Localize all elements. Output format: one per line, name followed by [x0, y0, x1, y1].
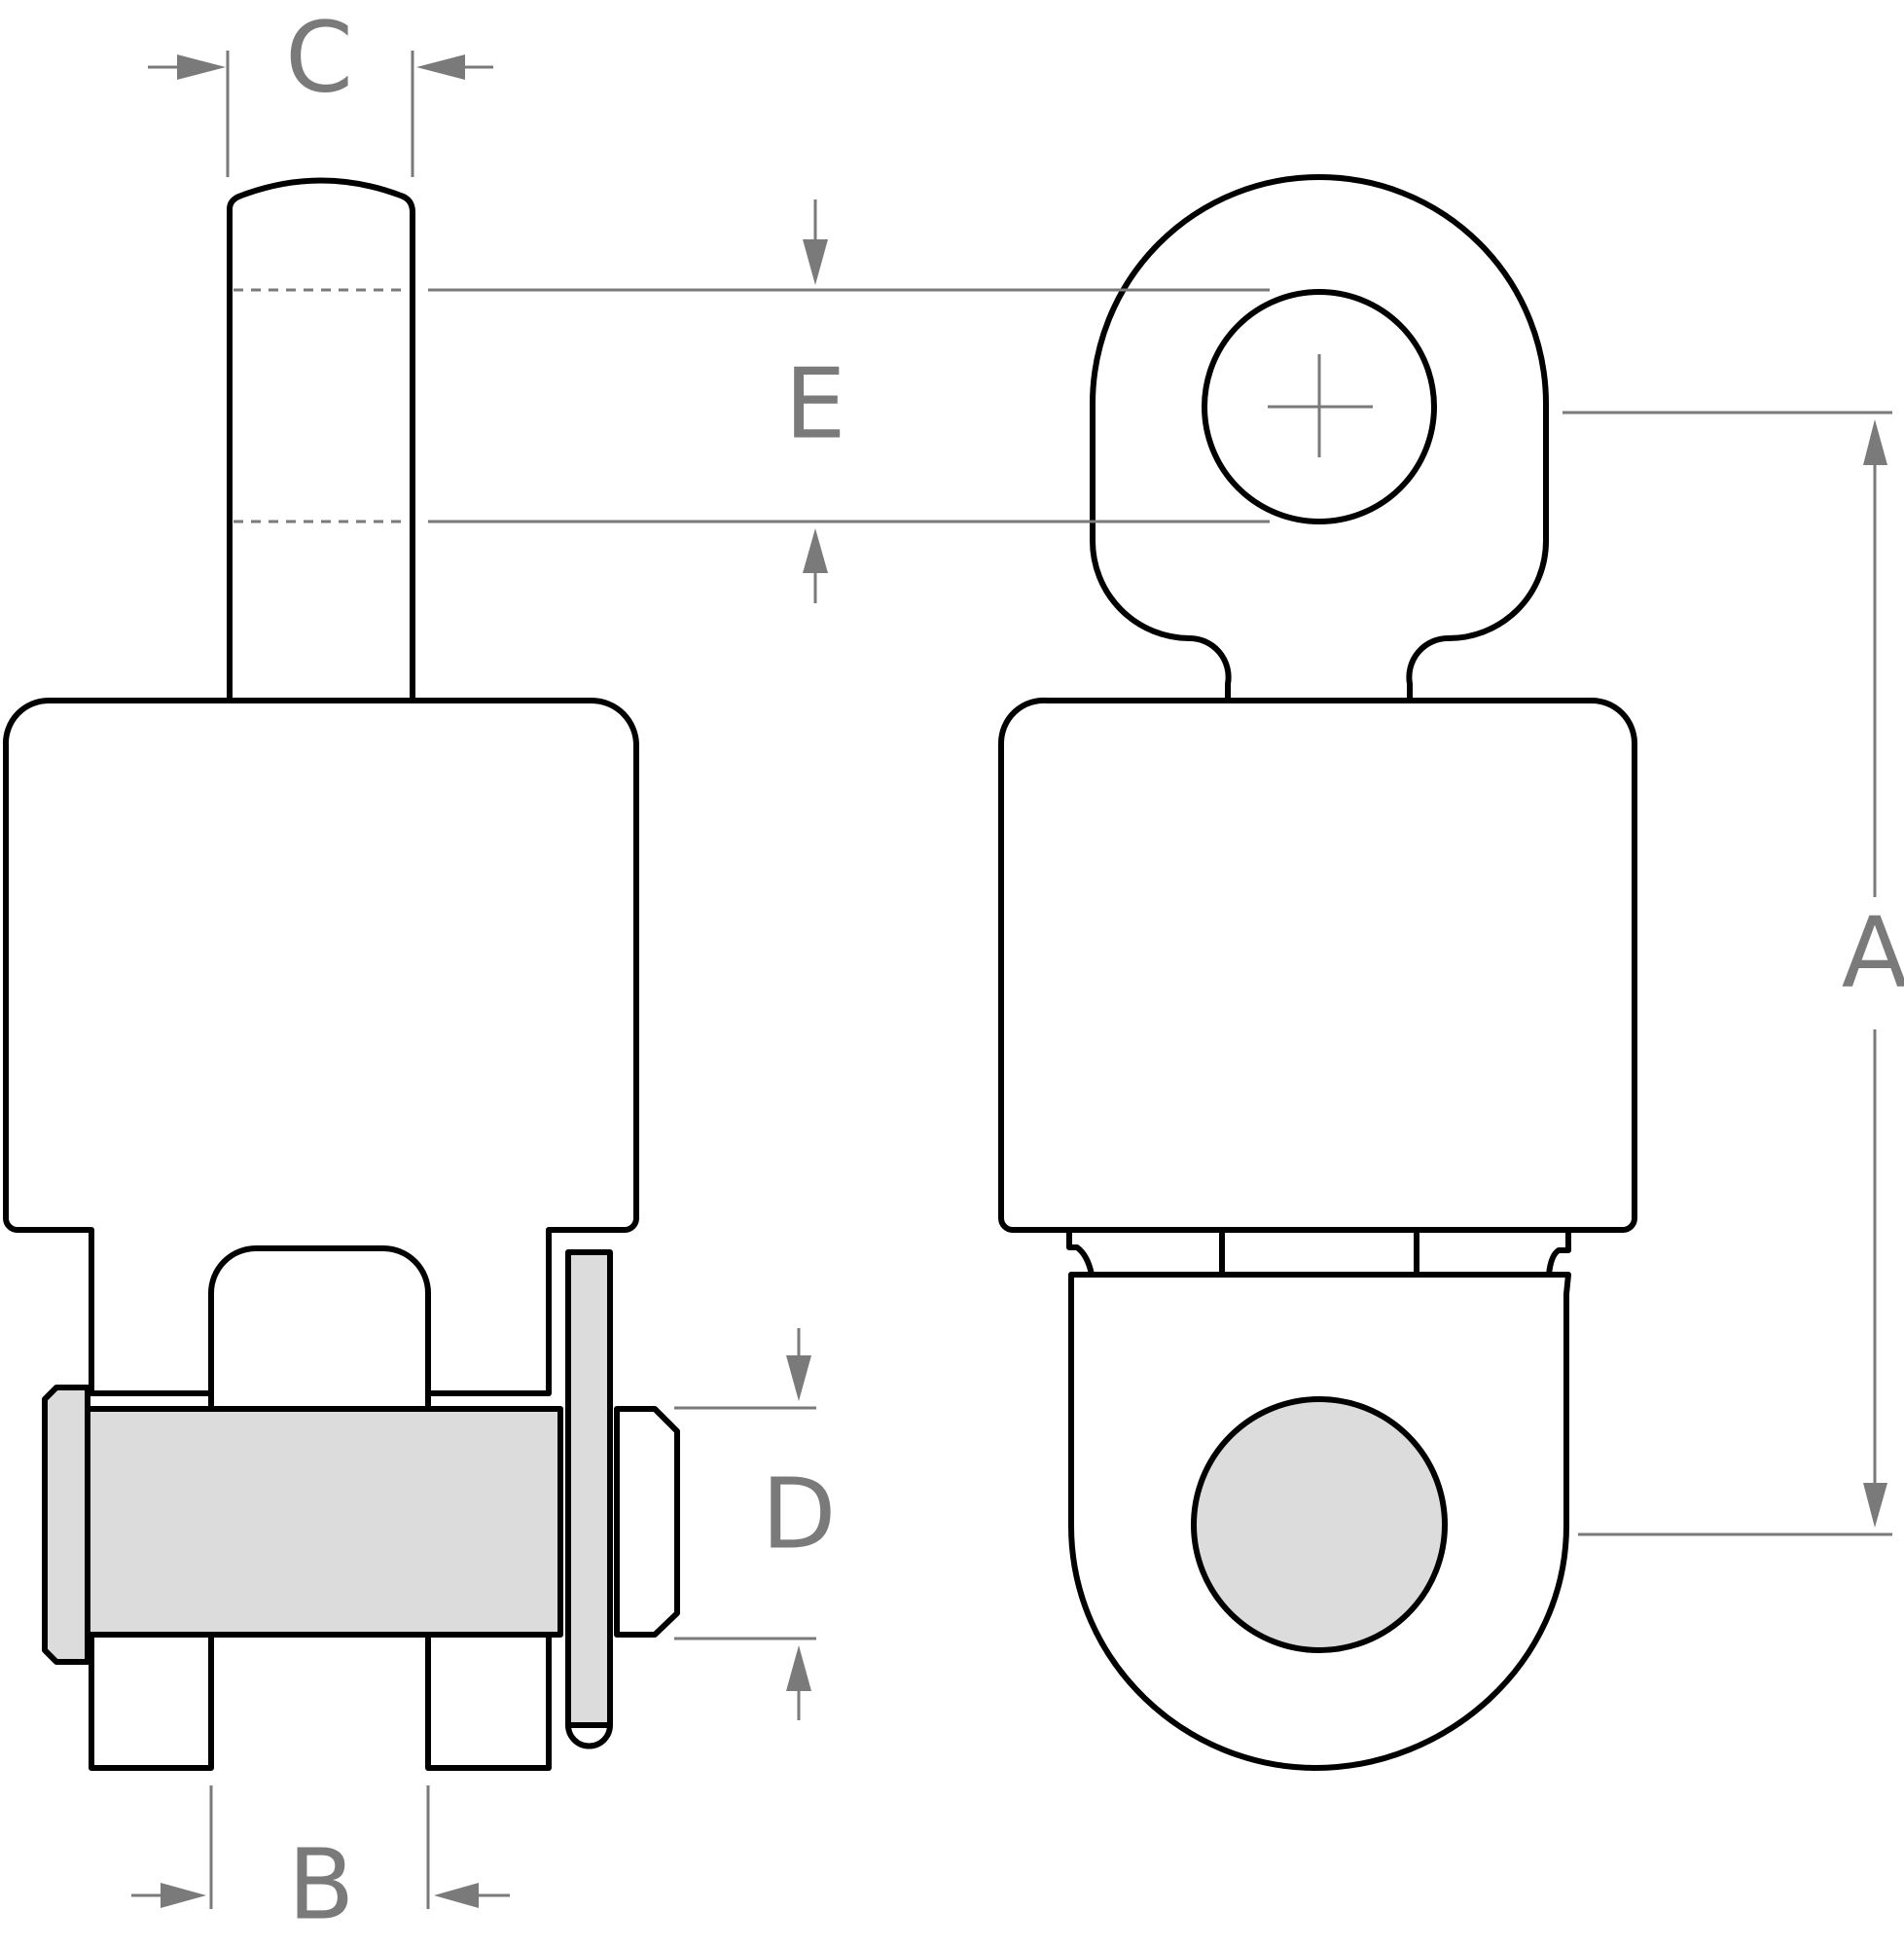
dimension-c: C [148, 0, 493, 177]
side-pin-head [42, 1385, 90, 1665]
dimension-b: B [131, 1785, 510, 1941]
dim-d-arrow-up [786, 1645, 811, 1691]
dim-a-label: A [1842, 895, 1904, 1009]
dim-e-label: E [784, 346, 845, 460]
side-top-tang [227, 177, 415, 703]
dimension-a: A [1563, 411, 1904, 1536]
dim-a-arrow-up [1863, 419, 1887, 465]
dim-d-label: D [761, 1457, 836, 1570]
side-pin-shaft [85, 1406, 563, 1638]
dim-c-label: C [285, 0, 353, 114]
dim-a-arrow-down [1863, 1483, 1887, 1528]
dim-b-label: B [288, 1827, 355, 1941]
dim-b-arrow-right [434, 1883, 479, 1908]
dim-b-arrow-left [161, 1883, 206, 1908]
dim-e-arrow-down [803, 239, 828, 285]
front-view [997, 174, 1637, 1771]
front-body [997, 697, 1637, 1233]
dimension-e: E [234, 199, 1270, 603]
side-right-leg [425, 1632, 552, 1771]
front-right-tab [1414, 1227, 1571, 1278]
dimension-d: D [674, 1328, 837, 1720]
side-center-lug [208, 1245, 431, 1412]
side-view [2, 177, 680, 1771]
dim-c-arrow-right [416, 54, 465, 80]
side-cotter-plate [565, 1249, 613, 1728]
side-left-leg [89, 1632, 214, 1771]
front-left-tab [1066, 1227, 1225, 1278]
front-bottom-pin-hole [1191, 1396, 1448, 1653]
dim-e-arrow-up [803, 528, 828, 573]
side-cotter-eye [565, 1722, 613, 1749]
side-pin-nut [614, 1406, 680, 1638]
side-body [2, 697, 639, 1396]
dim-c-arrow-left [177, 54, 226, 80]
dim-d-arrow-down [786, 1355, 811, 1401]
